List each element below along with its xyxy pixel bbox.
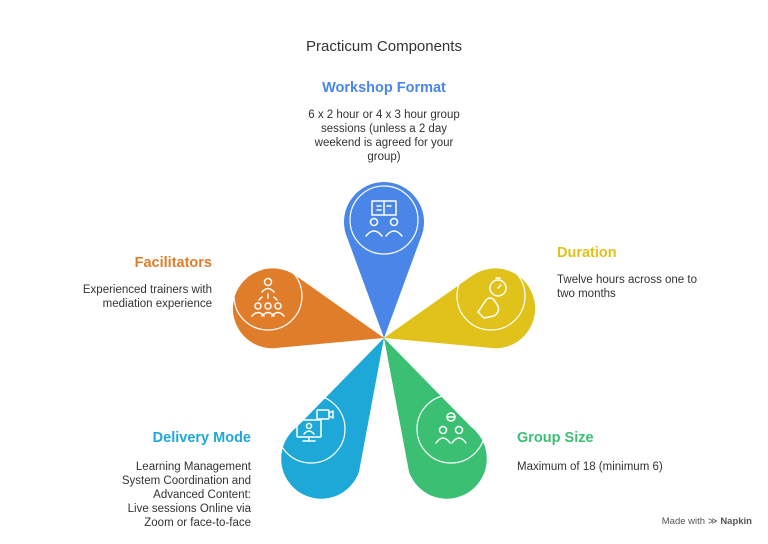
facilitators-heading: Facilitators [134, 255, 212, 271]
petal-duration [384, 261, 536, 349]
diagram-title: Practicum Components [306, 38, 462, 55]
petal-workshop [344, 182, 424, 338]
workshop-description: 6 x 2 hour or 4 x 3 hour group sessions … [284, 108, 484, 164]
duration-heading: Duration [557, 245, 617, 261]
workshop-line: weekend is agreed for your [314, 137, 454, 149]
facilitators-line: Experienced trainers with [82, 284, 212, 296]
facilitators-line: mediation experience [102, 298, 212, 310]
workshop-line: group) [367, 151, 401, 163]
workshop-line: 6 x 2 hour or 4 x 3 hour group [308, 109, 460, 121]
credit-brand: Napkin [720, 516, 752, 527]
hand-stopwatch-icon [477, 277, 507, 319]
duration-line: two months [557, 288, 616, 300]
delivery-heading: Delivery Mode [152, 430, 251, 446]
group-size-description: Maximum of 18 (minimum 6) [517, 460, 717, 474]
credit-prefix: Made with [661, 516, 706, 527]
duration-line: Twelve hours across one to [557, 274, 697, 286]
workshop-books-people-icon [365, 200, 403, 237]
delivery-description: Learning Management System Coordination … [60, 460, 251, 530]
petal-duration-ring [456, 261, 526, 331]
petal-group-size-ring [416, 394, 486, 464]
petal-group-size [384, 338, 487, 499]
delivery-line: Live sessions Online via [127, 503, 251, 515]
group-people-icon [435, 412, 467, 444]
facilitators-description: Experienced trainers with mediation expe… [40, 283, 212, 311]
presenter-audience-icon [251, 277, 285, 317]
petal-delivery [276, 338, 384, 499]
delivery-line: Learning Management [135, 461, 251, 473]
duration-description: Twelve hours across one to two months [557, 273, 737, 301]
petal-workshop-shape [344, 182, 424, 338]
group-size-line: Maximum of 18 (minimum 6) [517, 461, 663, 473]
delivery-line: Advanced Content: [153, 489, 251, 501]
workshop-heading: Workshop Format [322, 80, 446, 96]
made-with-credit: Made with ≫ Napkin [662, 516, 752, 527]
delivery-line: Zoom or face-to-face [144, 517, 251, 529]
petal-workshop-ring [349, 185, 419, 255]
delivery-line: System Coordination and [121, 475, 251, 487]
napkin-logo-icon: ≫ [707, 516, 718, 527]
group-size-heading: Group Size [517, 430, 594, 446]
computer-video-icon [296, 409, 334, 442]
petal-delivery-ring [276, 394, 346, 464]
petal-facilitators-ring [233, 261, 303, 331]
petal-group-size-shape [384, 338, 487, 499]
petal-facilitators [232, 261, 384, 349]
workshop-line: sessions (unless a 2 day [321, 123, 447, 135]
